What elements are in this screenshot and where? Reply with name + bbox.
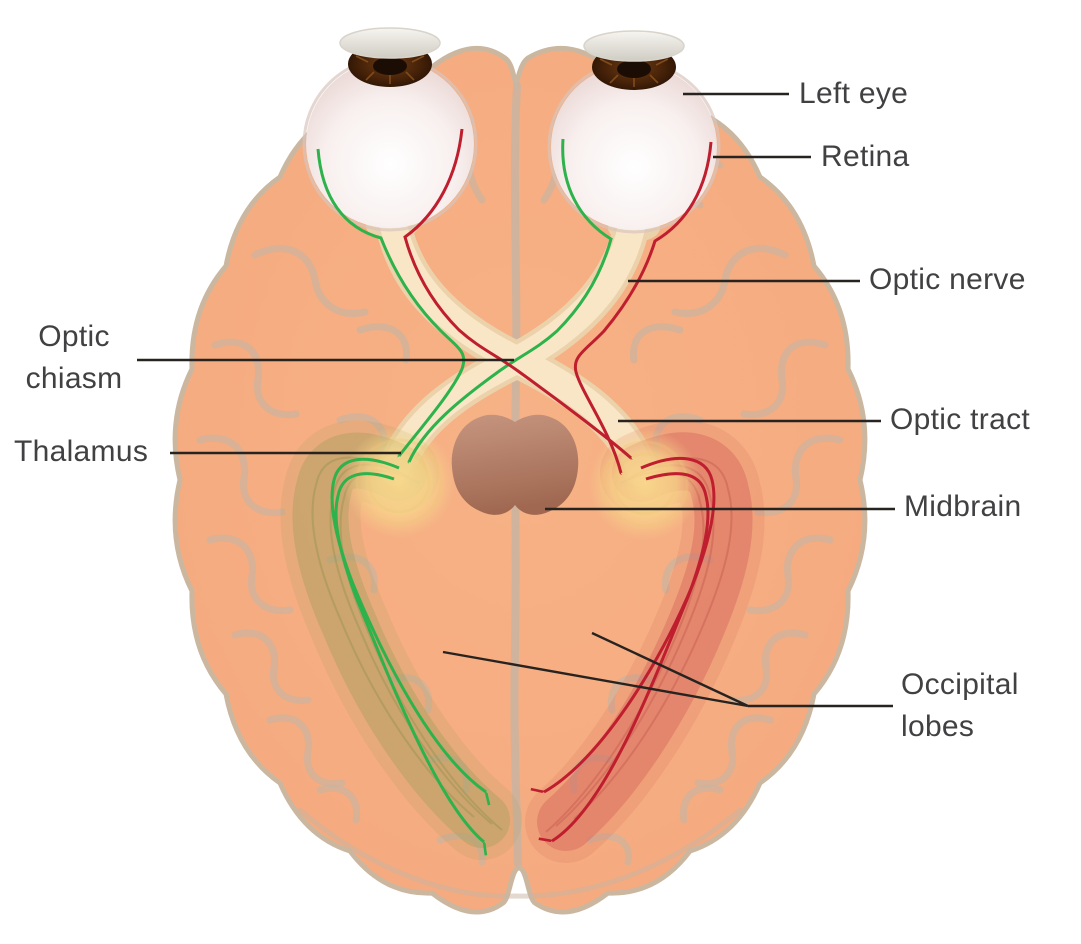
- left-eye-nasal-fiber-red-crossing: [403, 128, 631, 458]
- midbrain-shape: [451, 414, 579, 515]
- label-optic-chiasm-line2: chiasm: [25, 362, 123, 395]
- right-eye-nasal-fiber-green-crossing: [409, 138, 613, 462]
- right-eye-temporal-fiber-red: [573, 141, 713, 473]
- eyeball-left-of-image: [306, 60, 474, 228]
- label-occipital-lobes-line1: Occipital: [901, 668, 1019, 701]
- label-midbrain: Midbrain: [904, 490, 1022, 523]
- right-anatomical-eye: [302, 27, 478, 232]
- leader-lines: [137, 92, 895, 708]
- label-optic-chiasm-line1: Optic: [38, 320, 110, 353]
- cornea-cap: [339, 27, 441, 59]
- thalamus-lgn-glow-left: [343, 426, 455, 538]
- eyeball-right-of-image: [551, 64, 717, 230]
- right-optic-radiation-fiber-2: [552, 472, 710, 841]
- pupil-icon: [617, 60, 651, 78]
- label-optic-chiasm: Optic chiasm: [10, 316, 138, 400]
- label-optic-nerve: Optic nerve: [869, 263, 1026, 296]
- left-eye-temporal-fiber-green: [316, 148, 466, 456]
- pupil-icon: [373, 57, 407, 75]
- occipital-lobes-leader: [442, 631, 893, 708]
- label-occipital-lobes-line2: lobes: [901, 710, 975, 743]
- label-occipital-lobes: Occipital lobes: [901, 664, 1019, 748]
- visual-pathway-fibers: [316, 128, 716, 842]
- label-thalamus: Thalamus: [14, 435, 149, 468]
- left-optic-radiation-fiber-2: [334, 472, 484, 842]
- cornea-cap: [583, 30, 685, 62]
- thalamus-lgn-glow-right: [589, 428, 701, 540]
- left-anatomical-eye: [547, 30, 721, 234]
- label-optic-tract: Optic tract: [890, 403, 1030, 436]
- label-retina: Retina: [821, 140, 910, 173]
- label-left-eye: Left eye: [799, 77, 909, 110]
